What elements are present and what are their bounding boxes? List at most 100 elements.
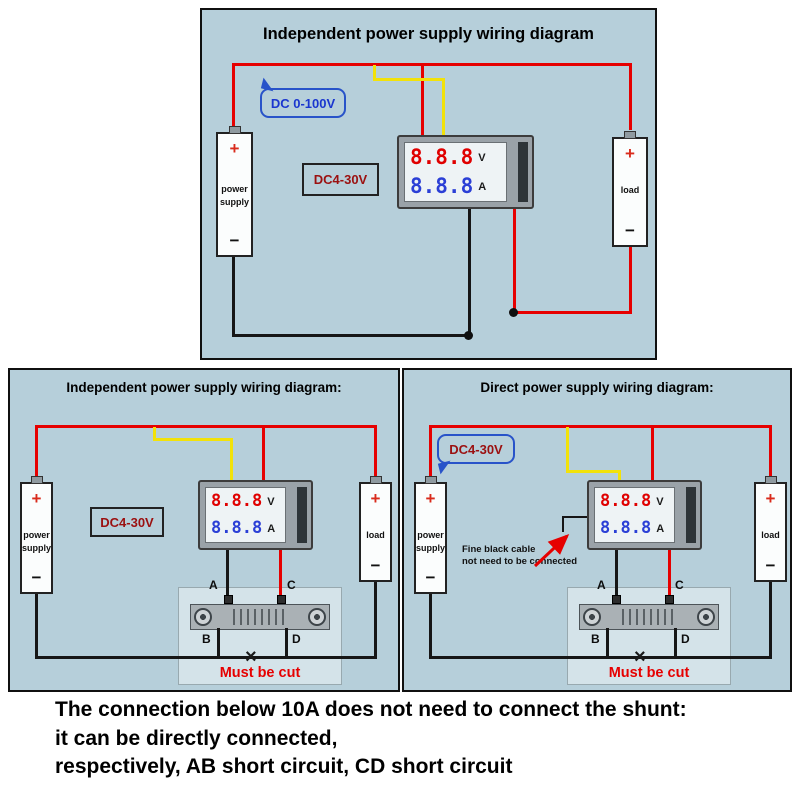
footer-line-3: respectively, AB short circuit, CD short… bbox=[55, 755, 513, 778]
amp-digits: 8.8.8 bbox=[211, 518, 263, 538]
wire-thin-black-unused-end bbox=[562, 516, 564, 532]
shunt-resistor bbox=[190, 604, 330, 630]
wire-red-load-top bbox=[629, 63, 632, 130]
wire-red-meter-power bbox=[651, 425, 654, 480]
amp-digits: 8.8.8 bbox=[600, 518, 652, 538]
wire-black-bottom-bus bbox=[35, 656, 377, 659]
wire-black-meter-to-shunt bbox=[226, 550, 229, 597]
meter-supply-voltage-label: DC4-30V bbox=[100, 514, 154, 530]
wire-black-shunt-d bbox=[285, 628, 288, 659]
shunt-terminal-b: B bbox=[591, 632, 600, 646]
wire-black-shunt-d bbox=[674, 628, 677, 659]
volt-row: 8.8.8 V bbox=[405, 143, 506, 172]
panel-top-title: Independent power supply wiring diagram bbox=[263, 25, 594, 43]
wire-black-bottom-bus bbox=[232, 334, 471, 337]
minus-terminal-label: − bbox=[625, 221, 635, 240]
wire-red-supply-top bbox=[232, 63, 235, 129]
minus-terminal-label: − bbox=[370, 556, 381, 575]
wire-yellow-meter-sense bbox=[442, 78, 445, 135]
wire-yellow-meter-sense bbox=[230, 438, 233, 480]
meter-display: 8.8.8 V 8.8.8 A bbox=[404, 142, 507, 202]
shunt-terminal-c: C bbox=[675, 578, 684, 592]
power-supply: + power supply − bbox=[20, 476, 53, 594]
meter-display: 8.8.8 V 8.8.8 A bbox=[594, 487, 675, 543]
amp-digits: 8.8.8 bbox=[410, 174, 474, 198]
wire-black-load-bottom bbox=[769, 582, 772, 659]
shunt-area bbox=[567, 587, 731, 685]
power-supply: + power supply − bbox=[216, 126, 253, 257]
wire-yellow-tap bbox=[566, 427, 569, 473]
wire-red-meter-power bbox=[421, 63, 424, 135]
must-be-cut-label: Must be cut bbox=[608, 665, 690, 681]
wire-black-shunt-b bbox=[217, 628, 220, 659]
wire-black-supply-bottom bbox=[232, 257, 235, 337]
plus-terminal-label: + bbox=[229, 139, 240, 158]
shunt-screw-c bbox=[277, 595, 286, 604]
cut-mark: × bbox=[634, 646, 646, 668]
meter-supply-voltage-label: DC4-30V bbox=[313, 172, 368, 187]
shunt-area bbox=[178, 587, 342, 685]
wire-yellow-meter-sense bbox=[618, 470, 621, 480]
amp-row: 8.8.8 A bbox=[405, 172, 506, 201]
wire-black-supply-bottom bbox=[429, 594, 432, 659]
amp-unit: A bbox=[478, 180, 487, 193]
wire-black-bottom-bus bbox=[429, 656, 772, 659]
digital-panel-meter: 8.8.8 V 8.8.8 A bbox=[587, 480, 702, 550]
meter-supply-voltage-box: DC4-30V bbox=[302, 163, 379, 196]
shunt-screw-a bbox=[224, 595, 233, 604]
wire-red-load-bottom bbox=[629, 247, 632, 314]
wire-red-load-top bbox=[769, 425, 772, 477]
load-label: load bbox=[761, 530, 780, 540]
volt-digits: 8.8.8 bbox=[410, 145, 474, 169]
volt-row: 8.8.8 V bbox=[206, 488, 285, 515]
wire-red-meter-out bbox=[513, 209, 516, 314]
meter-side-strip bbox=[686, 487, 696, 543]
bubble-tail bbox=[260, 77, 277, 92]
load-device: + load − bbox=[359, 476, 392, 582]
bubble-tail bbox=[437, 460, 454, 475]
supply-voltage-label: DC4-30V bbox=[449, 441, 503, 457]
wire-black-supply-bottom bbox=[35, 594, 38, 659]
wire-red-supply-top bbox=[35, 425, 38, 477]
digital-panel-meter: 8.8.8 V 8.8.8 A bbox=[397, 135, 534, 209]
wire-red-meter-to-shunt bbox=[279, 550, 282, 597]
amp-unit: A bbox=[656, 522, 665, 535]
shunt-terminal-a: A bbox=[597, 578, 606, 592]
volt-digits: 8.8.8 bbox=[211, 491, 263, 511]
plus-terminal-label: + bbox=[425, 489, 436, 508]
panel-left-title: Independent power supply wiring diagram: bbox=[66, 380, 342, 395]
wire-red-top-bus bbox=[429, 425, 772, 428]
load-label: load bbox=[620, 185, 640, 195]
load-device: + load − bbox=[612, 131, 648, 247]
shunt-terminal-d: D bbox=[292, 632, 301, 646]
volt-unit: V bbox=[656, 495, 664, 508]
wire-red-meter-power bbox=[262, 425, 265, 480]
minus-terminal-label: − bbox=[31, 568, 42, 587]
shunt-screw-c bbox=[665, 595, 674, 604]
cut-mark: × bbox=[245, 646, 257, 668]
amp-row: 8.8.8 A bbox=[595, 515, 674, 542]
terminal-nub-icon bbox=[624, 131, 636, 139]
wire-black-meter-to-shunt bbox=[615, 550, 618, 597]
shunt-resistor bbox=[579, 604, 719, 630]
terminal-nub-icon bbox=[764, 476, 777, 484]
wire-black-load-bottom bbox=[374, 582, 377, 659]
terminal-nub-icon bbox=[424, 476, 437, 484]
shunt-terminal-a: A bbox=[209, 578, 218, 592]
wire-black-shunt-b bbox=[606, 628, 609, 659]
footer-line-1: The connection below 10A does not need t… bbox=[55, 698, 687, 721]
panel-right-title: Direct power supply wiring diagram: bbox=[480, 380, 714, 395]
meter-display: 8.8.8 V 8.8.8 A bbox=[205, 487, 286, 543]
shunt-bolt-left bbox=[194, 608, 212, 626]
minus-terminal-label: − bbox=[425, 568, 436, 587]
shunt-slots bbox=[622, 609, 676, 625]
shunt-terminal-d: D bbox=[681, 632, 690, 646]
plus-terminal-label: + bbox=[625, 144, 635, 163]
power-supply-label: power supply bbox=[22, 530, 52, 553]
meter-side-strip bbox=[518, 142, 528, 202]
power-supply-label: power supply bbox=[219, 184, 249, 207]
meter-supply-voltage-box: DC4-30V bbox=[90, 507, 164, 537]
wire-yellow-run bbox=[566, 470, 621, 473]
wire-red-supply-top bbox=[429, 425, 432, 477]
load-label: load bbox=[366, 530, 385, 540]
